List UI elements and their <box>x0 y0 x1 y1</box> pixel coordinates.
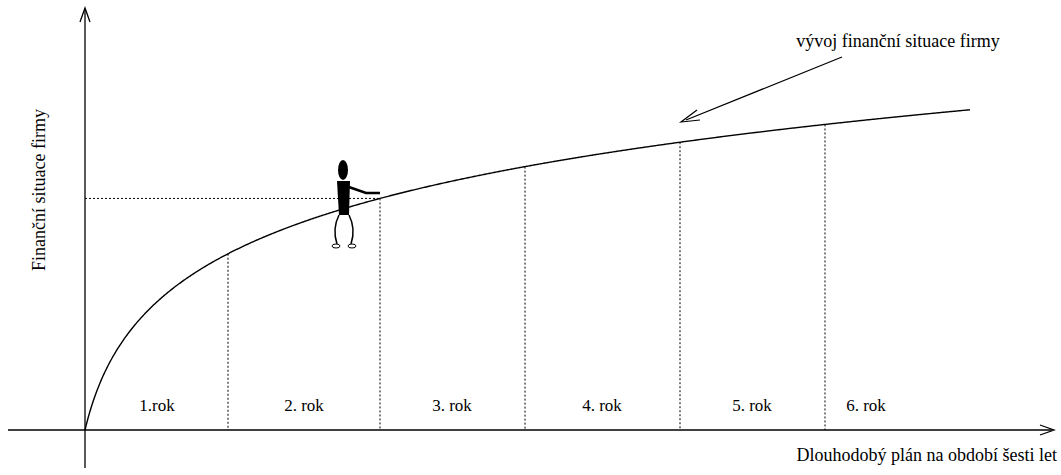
financial-curve <box>85 110 970 430</box>
axis-title: Finanční situace firmy <box>30 109 50 271</box>
year-label: 1.rok <box>139 397 174 416</box>
year-divider <box>228 254 229 430</box>
year-label: 5. rok <box>732 397 772 416</box>
year-label: 2. rok <box>284 397 324 416</box>
y-axis-arrow <box>80 8 90 22</box>
stick-figure <box>332 160 380 248</box>
x-axis <box>8 429 1052 430</box>
year-divider <box>680 142 681 430</box>
annotation-arrow <box>686 57 842 120</box>
year-label: 3. rok <box>432 397 472 416</box>
axis-title: Dlouhodobý plán na období šesti let <box>797 446 1057 466</box>
curve-annotation: vývoj finanční situace firmy <box>796 32 999 52</box>
year-label: 6. rok <box>846 397 886 416</box>
year-divider <box>380 198 381 430</box>
level-guide <box>85 198 380 199</box>
x-axis-arrow <box>1040 425 1054 435</box>
year-divider <box>525 167 526 430</box>
year-label: 4. rok <box>582 397 622 416</box>
annotation-arrowhead <box>681 110 700 122</box>
year-divider <box>825 124 826 430</box>
y-axis <box>84 10 85 468</box>
